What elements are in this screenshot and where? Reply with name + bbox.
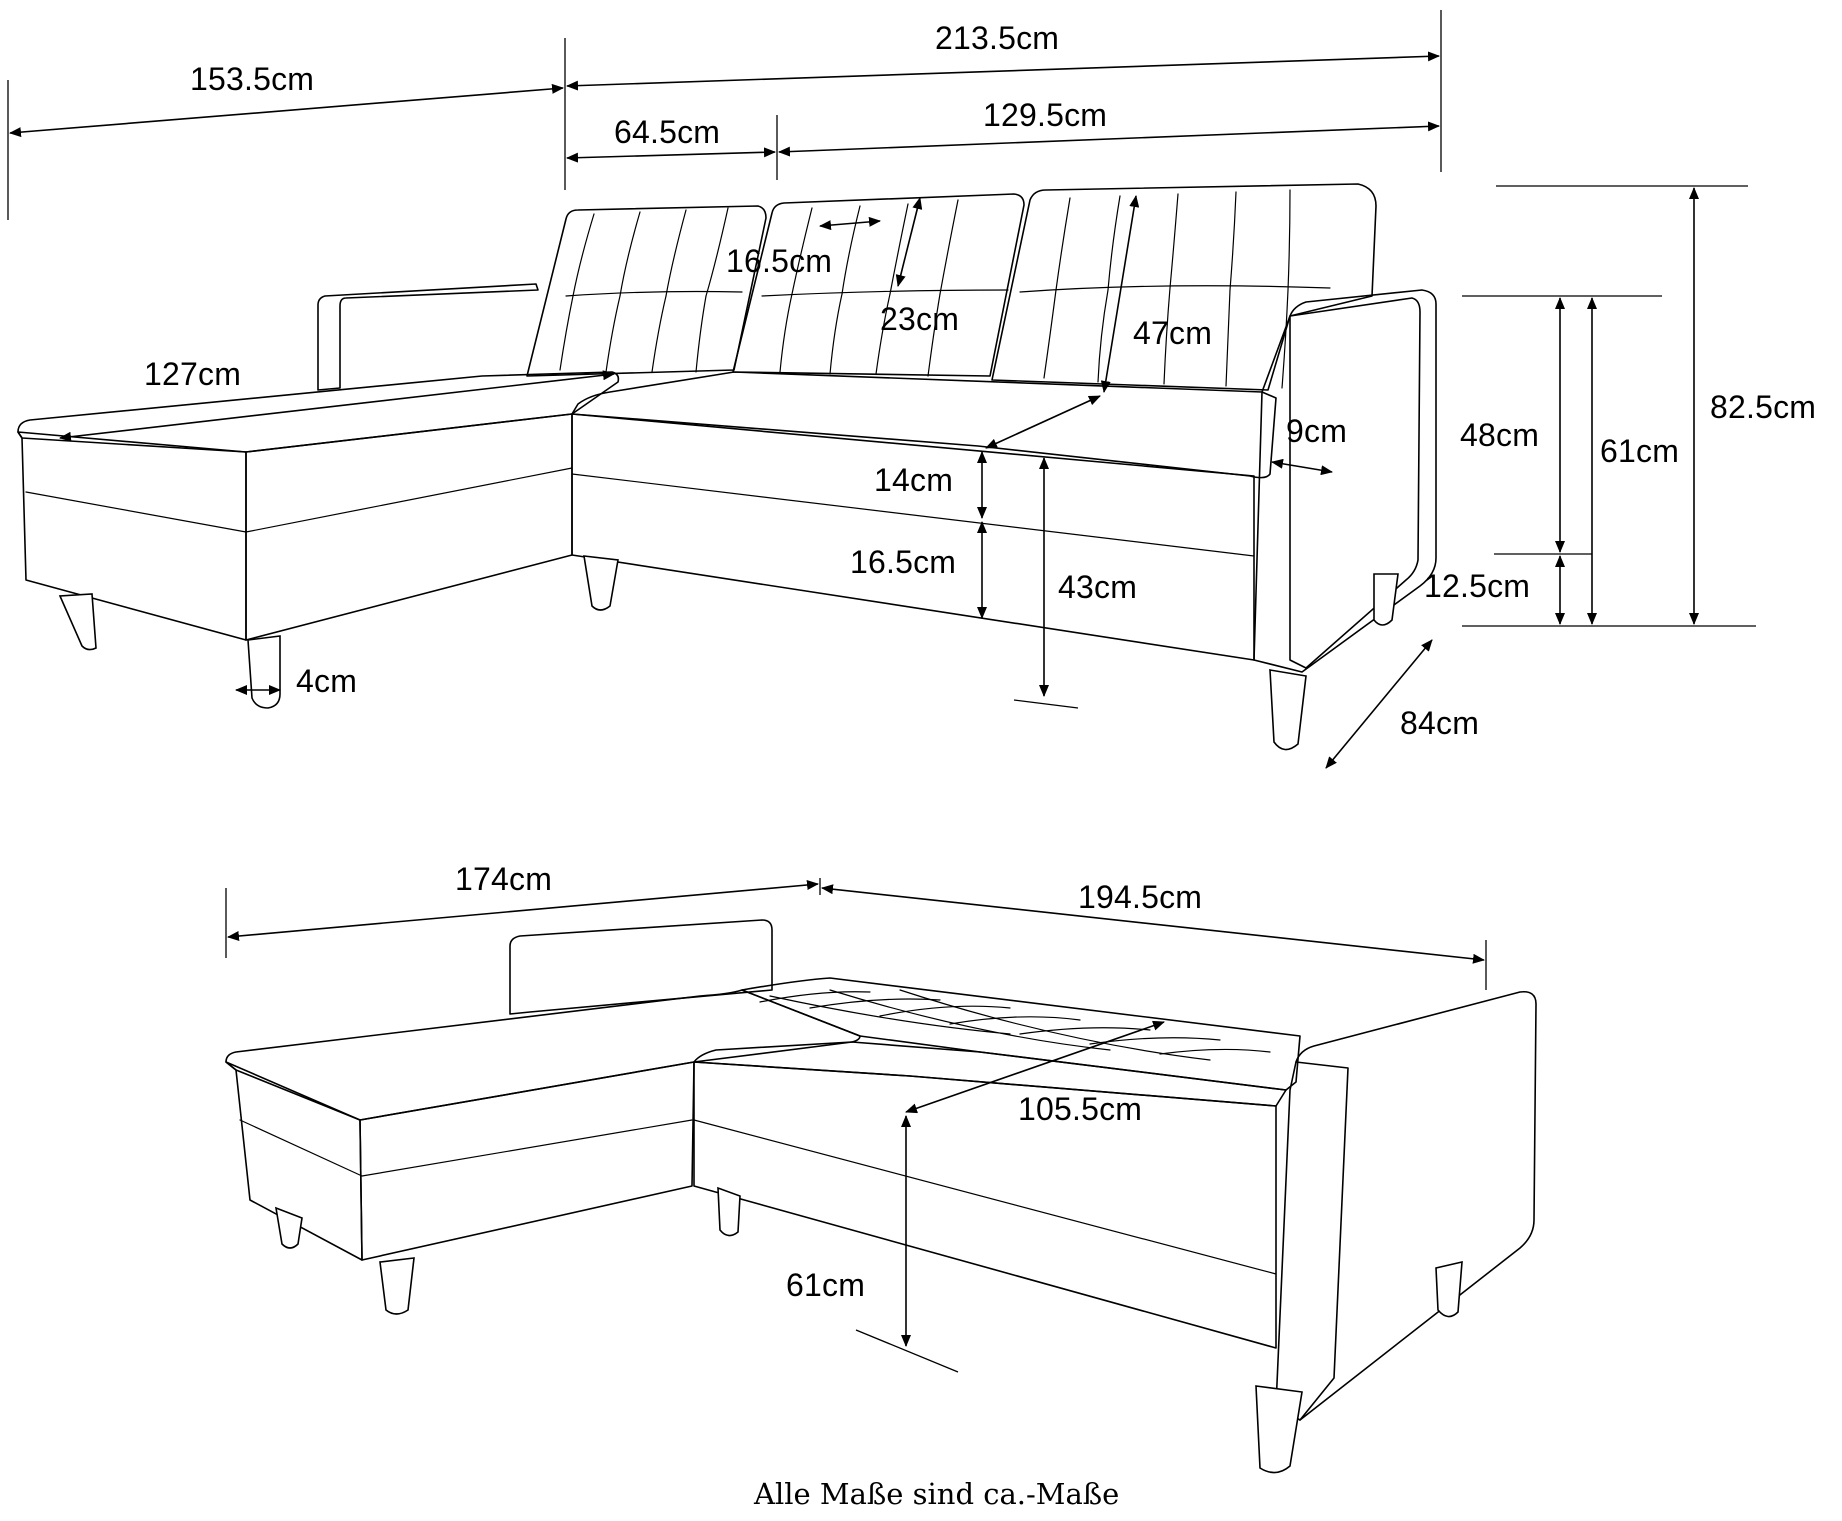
- label-bed-width-right: 194.5cm: [1078, 879, 1202, 915]
- leg-back-right: [1373, 573, 1399, 626]
- label-leg-width: 4cm: [296, 663, 357, 699]
- bed-chaise-side: [225, 1061, 363, 1261]
- label-bed-height: 61cm: [786, 1267, 865, 1303]
- back-cushion-right: [991, 183, 1377, 391]
- main-seat-front: [571, 413, 1255, 661]
- footer-note: Alle Maße sind ca.-Maße: [753, 1477, 1119, 1511]
- label-chaise-length: 127cm: [144, 356, 241, 392]
- right-armrest: [1253, 289, 1437, 673]
- label-seat-cushion: 14cm: [874, 462, 953, 498]
- label-tuft-height: 23cm: [880, 301, 959, 337]
- chaise-front-left: [17, 431, 247, 641]
- bed-main-top: [693, 1041, 1287, 1107]
- label-leg-height: 12.5cm: [1424, 568, 1530, 604]
- label-total-width-chaise: 153.5cm: [190, 61, 314, 97]
- label-armrest-width: 9cm: [1286, 413, 1347, 449]
- bed-back-panel: [509, 919, 773, 1015]
- label-tuft-width: 16.5cm: [726, 243, 832, 279]
- label-total-height: 82.5cm: [1710, 389, 1816, 425]
- label-depth: 84cm: [1400, 705, 1479, 741]
- left-armrest: [317, 283, 539, 391]
- bed-chaise-front: [359, 1061, 695, 1261]
- chaise-front: [245, 413, 573, 641]
- bed-leg-5: [1435, 1260, 1463, 1318]
- bed-leg-4: [1255, 1385, 1303, 1474]
- bed-leg-1: [274, 1206, 303, 1249]
- bed-main-front: [693, 1061, 1277, 1349]
- label-bed-width-left: 174cm: [455, 861, 552, 897]
- label-seat-base: 16.5cm: [850, 544, 956, 580]
- bed-right-armrest: [1275, 990, 1537, 1421]
- lower-dimension-lines: [225, 878, 1487, 1373]
- label-armrest-total-height: 61cm: [1600, 433, 1679, 469]
- label-total-width-sofa: 213.5cm: [935, 20, 1059, 56]
- leg-chaise-right: [247, 635, 281, 709]
- leg-mid-back: [583, 555, 619, 611]
- label-seat-left-section: 64.5cm: [614, 114, 720, 150]
- leg-front-left: [58, 593, 97, 651]
- label-bed-depth: 105.5cm: [1018, 1091, 1142, 1127]
- lower-bed-drawing: [225, 919, 1537, 1474]
- back-cushion-middle: [732, 193, 1025, 377]
- label-seat-right-section: 129.5cm: [983, 97, 1107, 133]
- label-armrest-height: 48cm: [1460, 417, 1539, 453]
- bed-leg-2: [379, 1257, 415, 1315]
- back-cushion-left: [526, 205, 767, 377]
- leg-front-right: [1269, 669, 1307, 751]
- bed-leg-3: [717, 1186, 741, 1237]
- label-seat-height: 43cm: [1058, 569, 1137, 605]
- upper-dimension-lines: [7, 10, 1756, 769]
- label-backrest-height: 47cm: [1133, 315, 1212, 351]
- bed-chaise-top: [225, 989, 861, 1121]
